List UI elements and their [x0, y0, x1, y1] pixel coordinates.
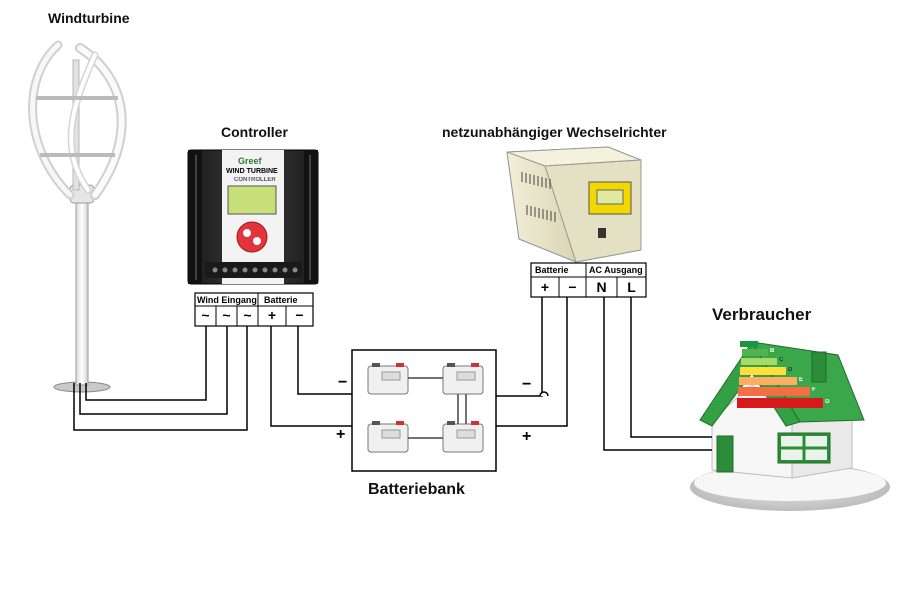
controller-screen-icon [227, 185, 277, 215]
controller-terminal-plus: + [267, 307, 277, 323]
battery-icon [367, 421, 409, 453]
controller-terminal-block [194, 292, 314, 327]
battery-left-plus: + [336, 426, 346, 443]
battery-bank-frame [351, 349, 497, 472]
battery-left-minus: − [338, 374, 348, 391]
inverter-terminal-l: L [627, 279, 636, 295]
controller-device-icon [187, 149, 319, 285]
controller-line2: CONTROLLER [234, 177, 276, 183]
controller-title: Controller [221, 124, 288, 140]
inverter-battery-label: Batterie [535, 265, 569, 275]
energy-letter-e: E [799, 377, 804, 383]
controller-terminal-phase-3: ~ [243, 307, 252, 323]
battery-icon [367, 363, 409, 395]
energy-letter-c: C [779, 357, 784, 363]
inverter-terminal-n: N [596, 279, 607, 295]
battery-icon [442, 363, 484, 395]
energy-letter-a: A [760, 339, 765, 345]
battery-right-minus: − [522, 376, 532, 393]
controller-button-icon [236, 221, 268, 253]
inverter-title: netzunabhängiger Wechselrichter [442, 124, 667, 140]
energy-letter-g: G [825, 399, 830, 405]
energy-letter-d: D [788, 367, 793, 373]
windturbine-title: Windturbine [48, 10, 130, 26]
inverter-terminal-plus: + [540, 279, 550, 295]
energy-letter-b: B [770, 348, 775, 354]
battery-icon [442, 421, 484, 453]
controller-wind-input-label: Wind Eingang [197, 295, 257, 305]
energy-label-icon [737, 341, 823, 408]
house-icon [690, 341, 890, 511]
inverter-device-icon [506, 146, 642, 263]
battery-bank-title: Batteriebank [368, 481, 465, 498]
controller-brand: Greef [238, 156, 262, 166]
consumer-title: Verbraucher [712, 305, 812, 324]
energy-letter-f: F [812, 387, 816, 393]
controller-line1: WIND TURBINE [226, 168, 278, 175]
controller-terminal-minus: − [295, 307, 304, 323]
controller-battery-label: Batterie [264, 295, 298, 305]
wiring [73, 297, 712, 451]
wind-turbine-icon [28, 40, 127, 393]
inverter-terminal-minus: − [568, 279, 577, 295]
controller-terminal-phase-1: ~ [201, 307, 210, 323]
controller-terminal-phase-2: ~ [222, 307, 231, 323]
inverter-ac-output-label: AC Ausgang [589, 265, 643, 275]
battery-right-plus: + [522, 428, 532, 445]
inverter-terminal-block [530, 262, 647, 298]
